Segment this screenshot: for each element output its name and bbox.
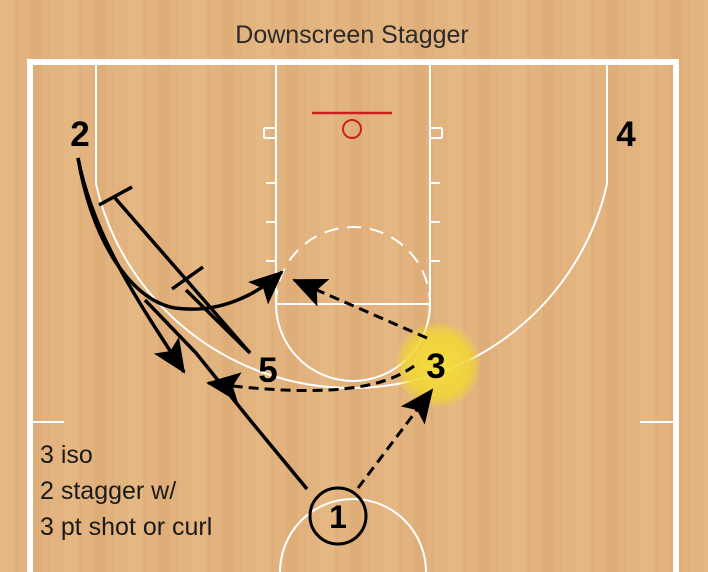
court-lines — [27, 59, 679, 572]
player-1: 1 — [308, 486, 368, 546]
pass-3-to-post — [292, 278, 428, 340]
lane-hash-marks — [263, 127, 443, 262]
player-1-label: 1 — [329, 499, 347, 535]
player-5-label: 5 — [258, 351, 277, 390]
court-boundary — [27, 59, 679, 572]
hoop — [312, 111, 392, 139]
center-circle — [279, 498, 427, 572]
player-3-highlight — [396, 323, 480, 407]
player-4-label: 4 — [616, 115, 636, 154]
player-3-label: 3 — [426, 347, 445, 386]
cut-2-curl — [76, 157, 284, 311]
screen-line-2 — [184, 288, 252, 355]
rim — [342, 119, 362, 139]
note-line-3: 3 pt shot or curl — [40, 513, 212, 541]
screens — [98, 185, 252, 355]
note-line-1: 3 iso — [40, 441, 93, 469]
pass-3-to-2 — [206, 364, 415, 403]
player-2-label: 2 — [70, 115, 89, 154]
player-1-circle — [308, 486, 368, 546]
screen-bar-1 — [98, 185, 133, 207]
screen-bar-2 — [170, 265, 205, 291]
play-notes: 3 iso 2 stagger w/ 3 pt shot or curl — [40, 441, 212, 541]
passes — [206, 278, 434, 489]
diagram-title: Downscreen Stagger — [235, 21, 468, 49]
free-throw-circle-upper — [275, 226, 431, 305]
screen-line-1 — [113, 196, 252, 355]
pass-1-to-3 — [356, 388, 434, 489]
note-line-2: 2 stagger w/ — [40, 477, 176, 505]
